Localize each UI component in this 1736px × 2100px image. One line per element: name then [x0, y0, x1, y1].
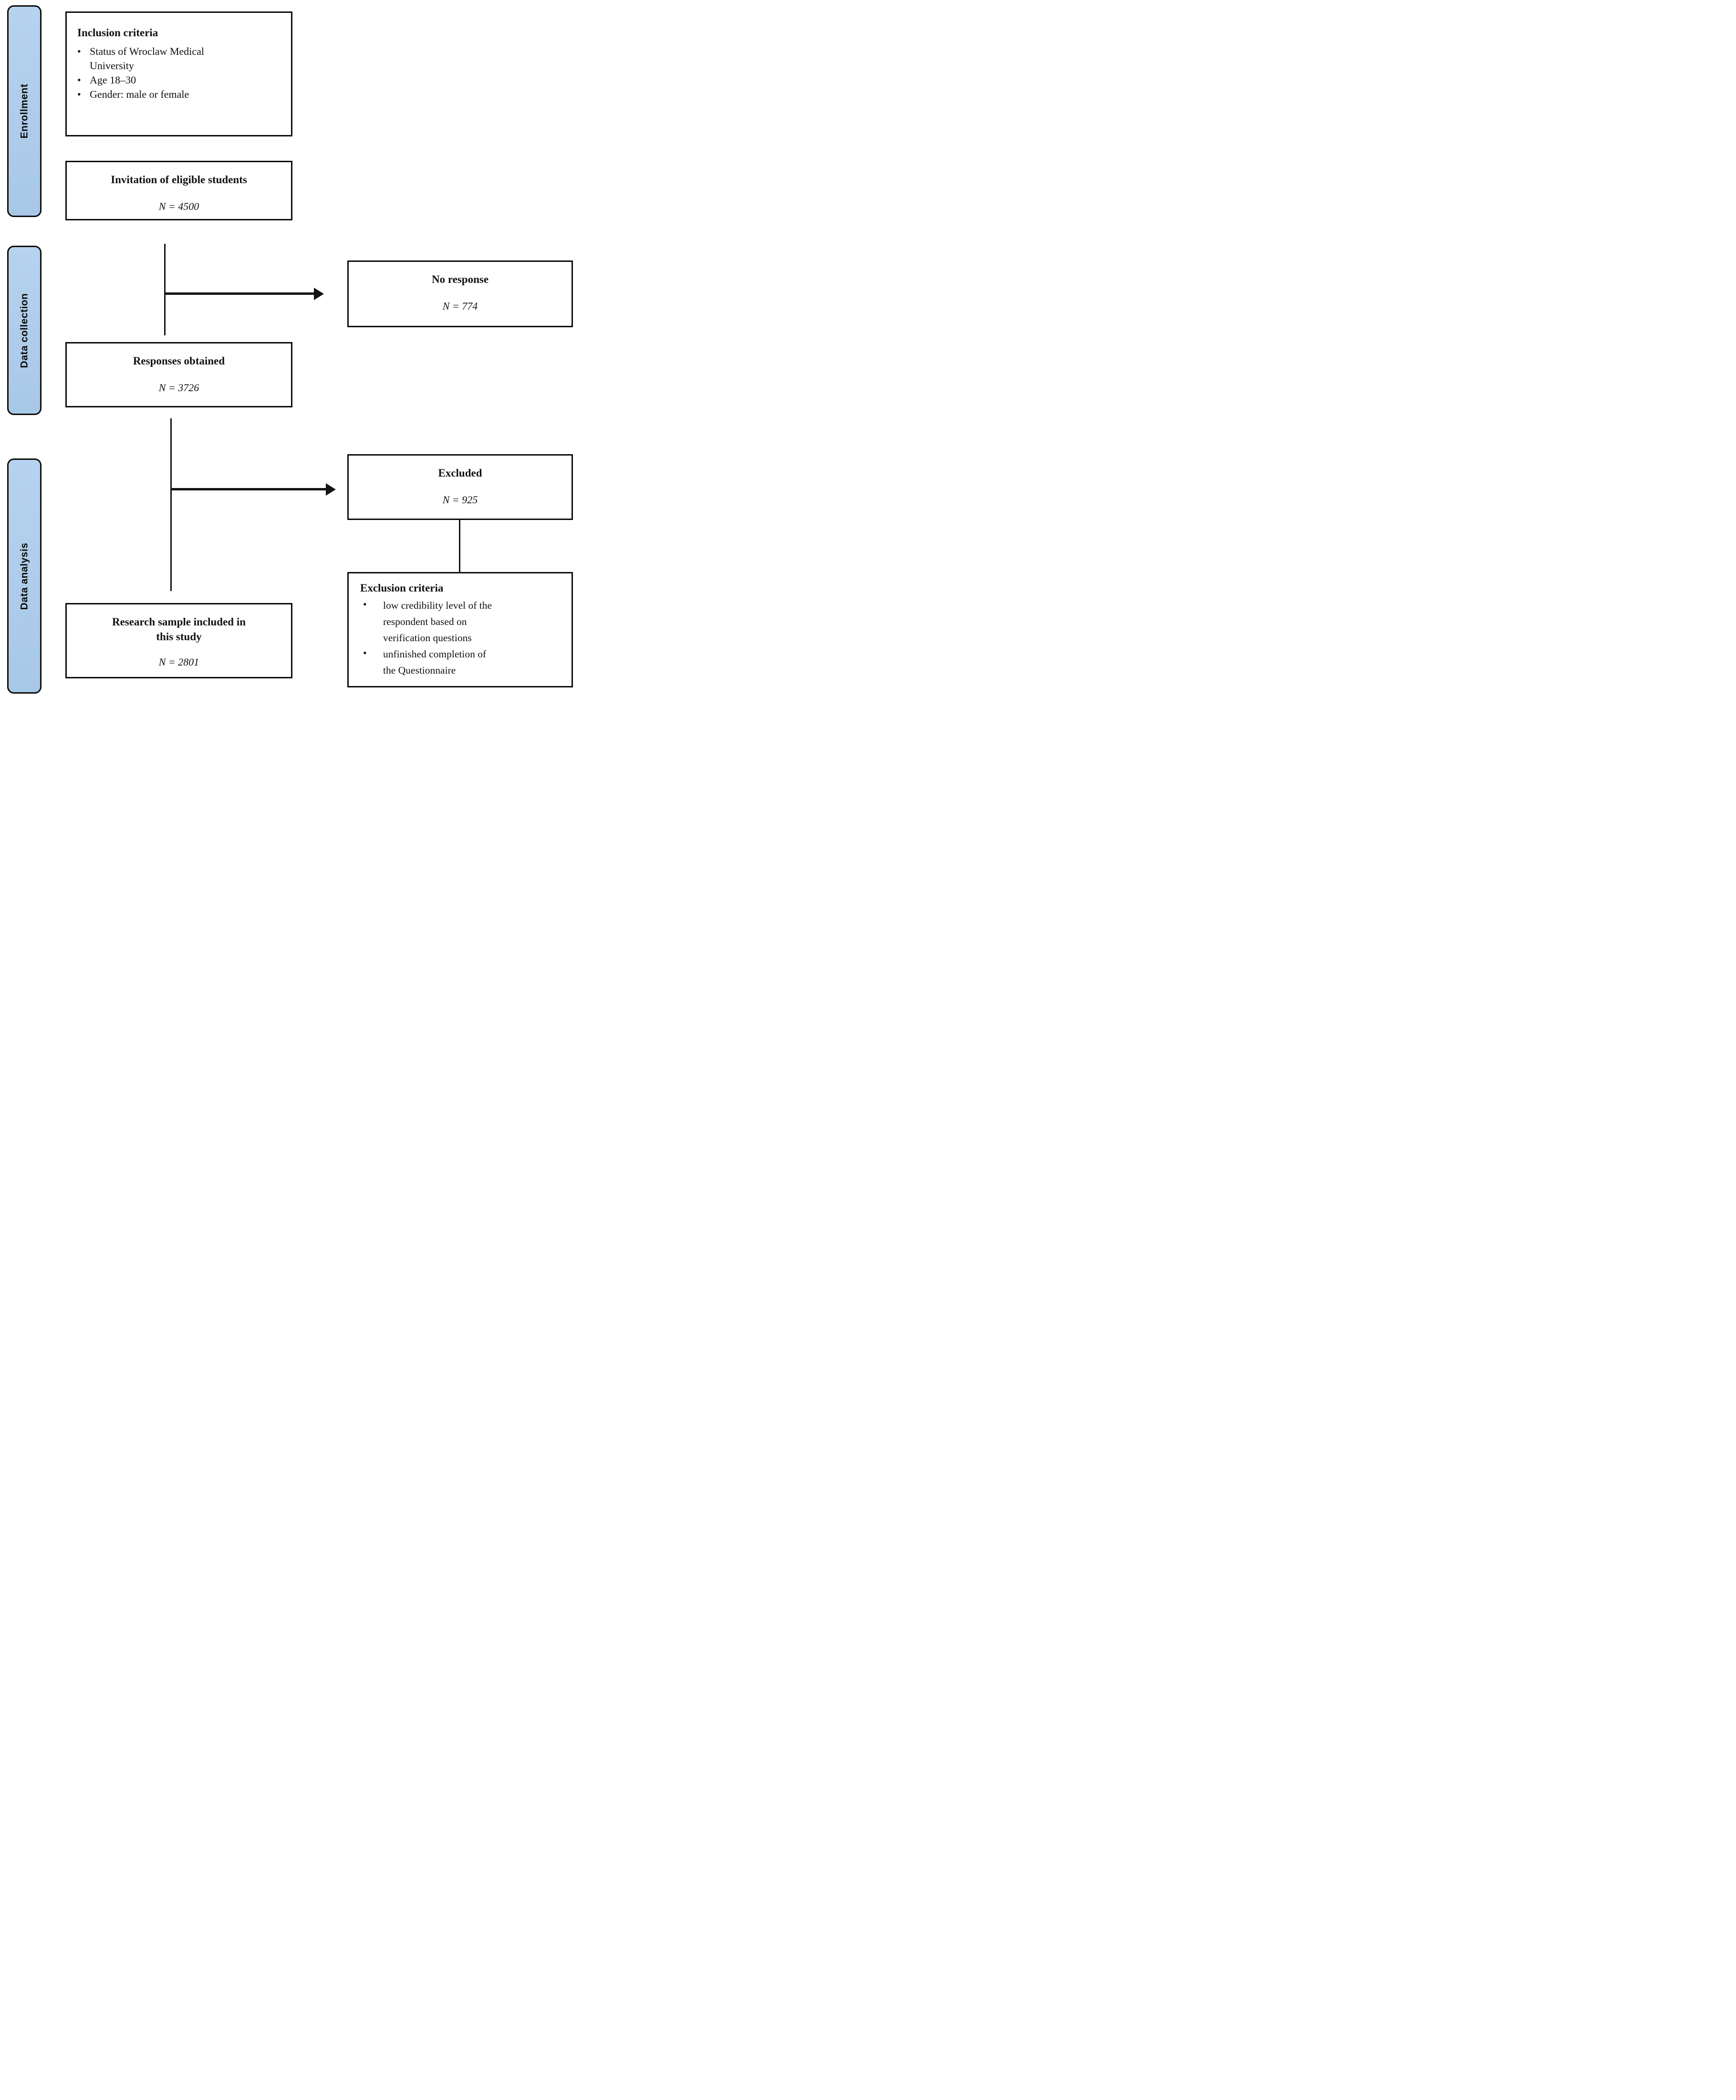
list-item: • Status of Wroclaw Medical University	[77, 44, 277, 73]
inclusion-bullet-gender: Gender: male or female	[90, 87, 189, 102]
bullet-line: unfinished completion of	[383, 648, 487, 660]
list-item: • low credibility level of the responden…	[360, 597, 562, 646]
bullet-dot: •	[77, 45, 81, 57]
flow-box-exclusion-criteria: Exclusion criteria • low credibility lev…	[347, 572, 573, 687]
research-sample-title: Research sample included in this study	[112, 614, 246, 644]
bullet-line: verification questions	[383, 632, 472, 644]
flow-diagram: Enrollment Data collection Data analysis…	[0, 0, 579, 700]
title-line: Research sample included in	[112, 616, 246, 628]
bullet-line: University	[90, 60, 134, 72]
bullet-line: Age 18–30	[90, 74, 136, 86]
invitation-sample-size: N = 4500	[158, 200, 199, 212]
bullet-line: low credibility level of the	[383, 600, 492, 611]
connector-line-responses-research	[170, 418, 172, 591]
bullet-dot: •	[363, 647, 367, 659]
exclusion-bullet-unfinished: unfinished completion of the Questionnai…	[383, 646, 486, 678]
stage-pill-enrollment: Enrollment	[7, 5, 42, 217]
flow-box-responses-obtained: Responses obtained N = 3726	[65, 342, 292, 407]
arrowhead-no-response-icon	[314, 288, 324, 300]
flow-box-excluded: Excluded N = 925	[347, 454, 573, 520]
flow-box-invitation: Invitation of eligible students N = 4500	[65, 161, 292, 220]
inclusion-criteria-title: Inclusion criteria	[77, 27, 158, 39]
connector-line-excluded-exclusion	[459, 520, 460, 572]
list-item: • Age 18–30	[77, 73, 277, 87]
stage-label-data-analysis: Data analysis	[19, 542, 30, 610]
responses-title: Responses obtained	[133, 355, 225, 367]
arrowhead-excluded-icon	[326, 483, 336, 496]
bullet-dot: •	[77, 74, 81, 86]
bullet-line: Status of Wroclaw Medical	[90, 45, 205, 57]
no-response-title: No response	[431, 273, 489, 285]
flow-box-research-sample: Research sample included in this study N…	[65, 603, 292, 678]
inclusion-bullet-age: Age 18–30	[90, 73, 136, 87]
exclusion-criteria-title: Exclusion criteria	[360, 582, 444, 594]
excluded-title: Excluded	[438, 467, 482, 479]
no-response-sample-size: N = 774	[442, 300, 478, 312]
bullet-dot: •	[363, 598, 367, 610]
invitation-title: Invitation of eligible students	[111, 174, 247, 186]
stage-label-data-collection: Data collection	[19, 293, 30, 368]
flow-box-inclusion-criteria: Inclusion criteria • Status of Wroclaw M…	[65, 11, 292, 136]
arrow-to-no-response	[164, 292, 315, 295]
bullet-line: respondent based on	[383, 616, 467, 627]
stage-pill-data-collection: Data collection	[7, 246, 42, 415]
research-sample-size: N = 2801	[158, 656, 199, 668]
list-item: • Gender: male or female	[77, 87, 277, 102]
exclusion-bullet-credibility: low credibility level of the respondent …	[383, 597, 492, 646]
connector-line-invitation-responses	[164, 244, 166, 335]
flow-box-no-response: No response N = 774	[347, 260, 573, 327]
bullet-dot: •	[77, 88, 81, 100]
bullet-line: Gender: male or female	[90, 88, 189, 100]
arrow-to-excluded	[170, 488, 327, 490]
inclusion-bullet-list: • Status of Wroclaw Medical University •…	[77, 44, 277, 102]
excluded-sample-size: N = 925	[442, 494, 478, 506]
responses-sample-size: N = 3726	[158, 382, 199, 394]
title-line: this study	[156, 631, 202, 643]
stage-label-enrollment: Enrollment	[19, 83, 30, 139]
list-item: • unfinished completion of the Questionn…	[360, 646, 562, 678]
bullet-line: the Questionnaire	[383, 665, 456, 676]
exclusion-bullet-list: • low credibility level of the responden…	[360, 597, 562, 678]
stage-pill-data-analysis: Data analysis	[7, 458, 42, 694]
inclusion-bullet-status: Status of Wroclaw Medical University	[90, 44, 204, 73]
